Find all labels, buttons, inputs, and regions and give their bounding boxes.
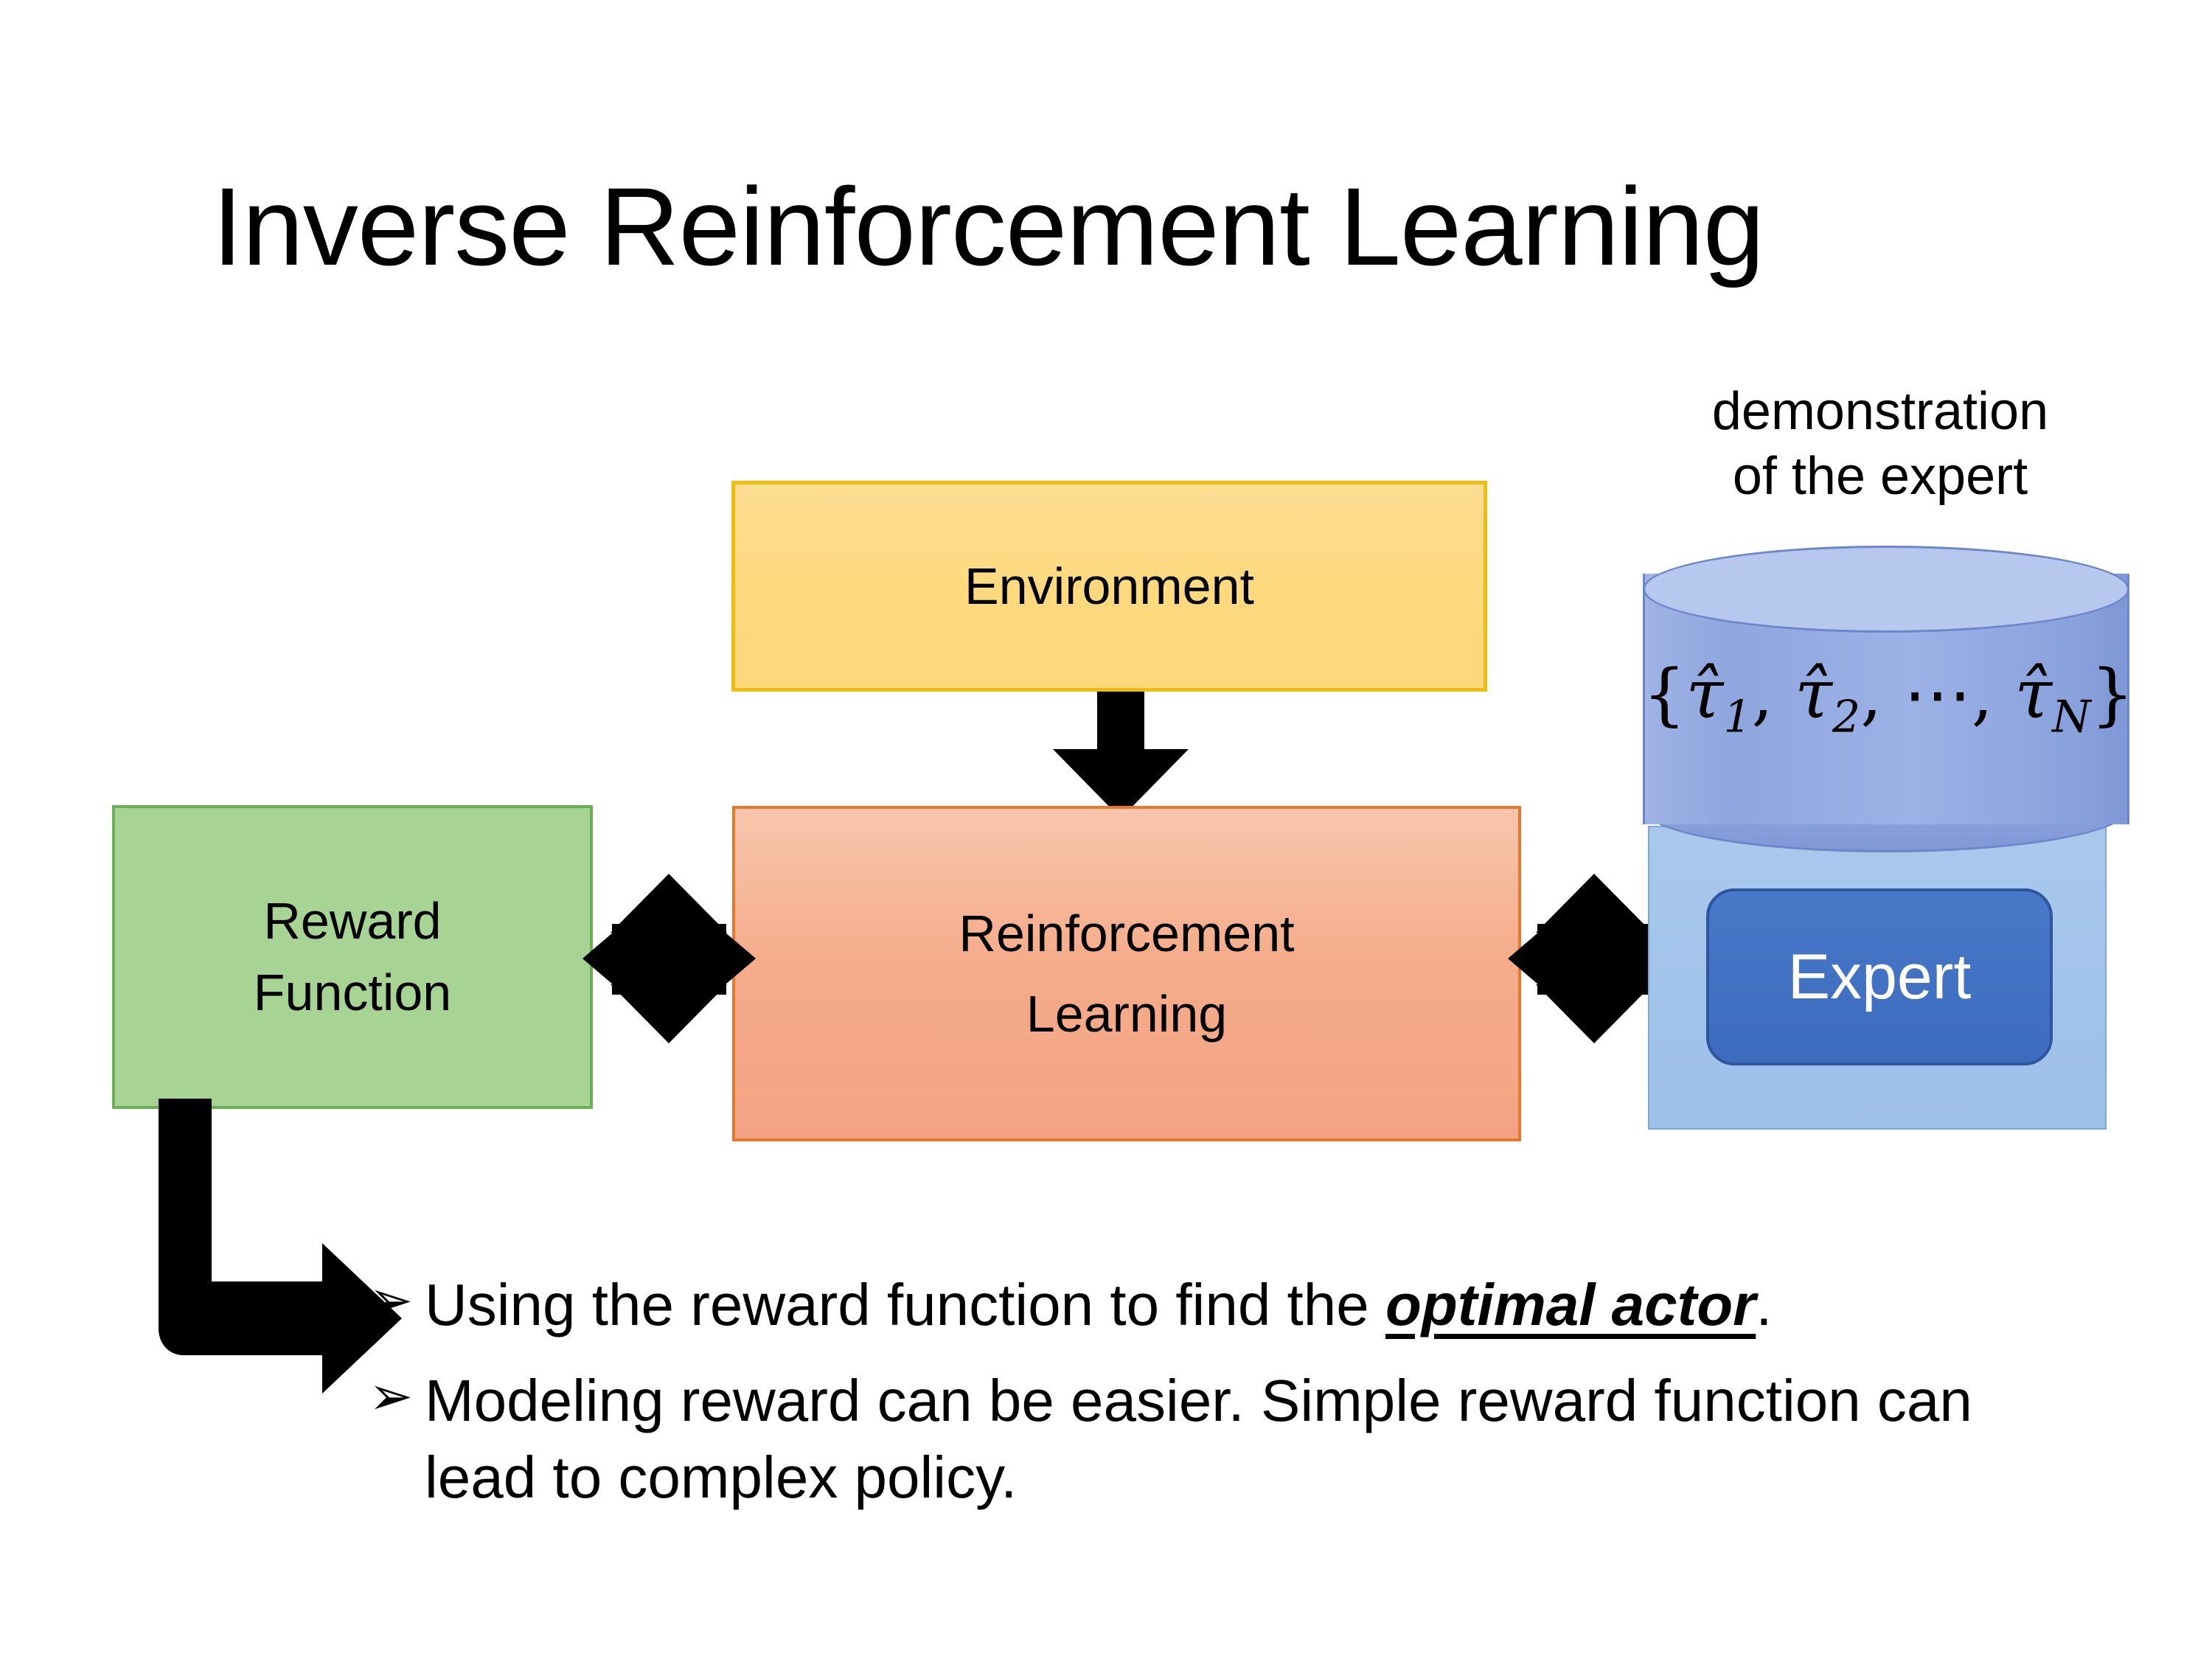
brace-close: } — [2090, 655, 2135, 734]
bullet-1-prefix: Using the reward function to find the — [425, 1272, 1385, 1338]
demonstration-database-cylinder[interactable]: {τ̂1, τ̂2, ⋯, τ̂N} — [1643, 546, 2134, 855]
comma-3: , — [1971, 655, 2015, 734]
comma-2: , — [1860, 655, 1904, 734]
bullet-list: ➢ Using the reward function to find the … — [369, 1267, 2065, 1535]
demonstration-caption-line2: of the expert — [1732, 446, 2028, 506]
cylinder-contents-label: {τ̂1, τ̂2, ⋯, τ̂N} — [1643, 655, 2134, 743]
down-arrow-icon — [1053, 692, 1189, 818]
tau-n: τ̂ — [2014, 655, 2053, 734]
bullet-1-emphasis: optimal actor — [1385, 1272, 1756, 1338]
tau-2: τ̂ — [1795, 655, 1833, 734]
bullet-1-suffix: . — [1756, 1272, 1773, 1338]
reward-function-label: Reward Function — [254, 886, 451, 1028]
demonstration-caption: demonstration of the expert — [1622, 380, 2138, 509]
tau-1: τ̂ — [1686, 655, 1724, 734]
comma-1: , — [1751, 655, 1795, 734]
rl-label-line2: Learning — [1026, 984, 1228, 1043]
reward-label-line1: Reward — [263, 892, 442, 950]
list-item: ➢ Using the reward function to find the … — [369, 1267, 2065, 1343]
ellipsis: ⋯ — [1903, 655, 1972, 734]
reward-function-node[interactable]: Reward Function — [112, 805, 593, 1109]
environment-label: Environment — [964, 557, 1254, 615]
tau-1-subscript: 1 — [1723, 691, 1752, 743]
demonstration-caption-line1: demonstration — [1711, 382, 2049, 441]
reward-label-line2: Function — [253, 964, 452, 1021]
bullet-text-2: Modeling reward can be easier. Simple re… — [425, 1368, 1972, 1510]
page-title: Inverse Reinforcement Learning — [212, 164, 1765, 288]
reinforcement-learning-node[interactable]: Reinforcement Learning — [732, 806, 1521, 1141]
tau-2-subscript: 2 — [1832, 691, 1861, 743]
bidirectional-arrow-icon — [582, 874, 756, 1043]
bidirectional-arrow-icon — [1508, 874, 1681, 1043]
rl-label-line1: Reinforcement — [959, 905, 1295, 962]
cylinder-top-ellipse — [1643, 546, 2129, 633]
bullet-text-1: Using the reward function to find the op… — [425, 1267, 2065, 1343]
bullet-marker-icon: ➢ — [369, 1271, 414, 1330]
list-item: ➢ Modeling reward can be easier. Simple … — [369, 1363, 2065, 1516]
brace-open: { — [1643, 655, 1686, 734]
bent-elbow-arrow-icon — [159, 1099, 402, 1394]
expert-node[interactable]: Expert — [1706, 888, 2053, 1065]
tau-n-subscript: N — [2052, 691, 2091, 743]
reinforcement-learning-label: Reinforcement Learning — [959, 894, 1294, 1054]
environment-node[interactable]: Environment — [731, 481, 1487, 692]
bullet-marker-icon: ➢ — [369, 1367, 414, 1426]
expert-label: Expert — [1787, 941, 1972, 1012]
